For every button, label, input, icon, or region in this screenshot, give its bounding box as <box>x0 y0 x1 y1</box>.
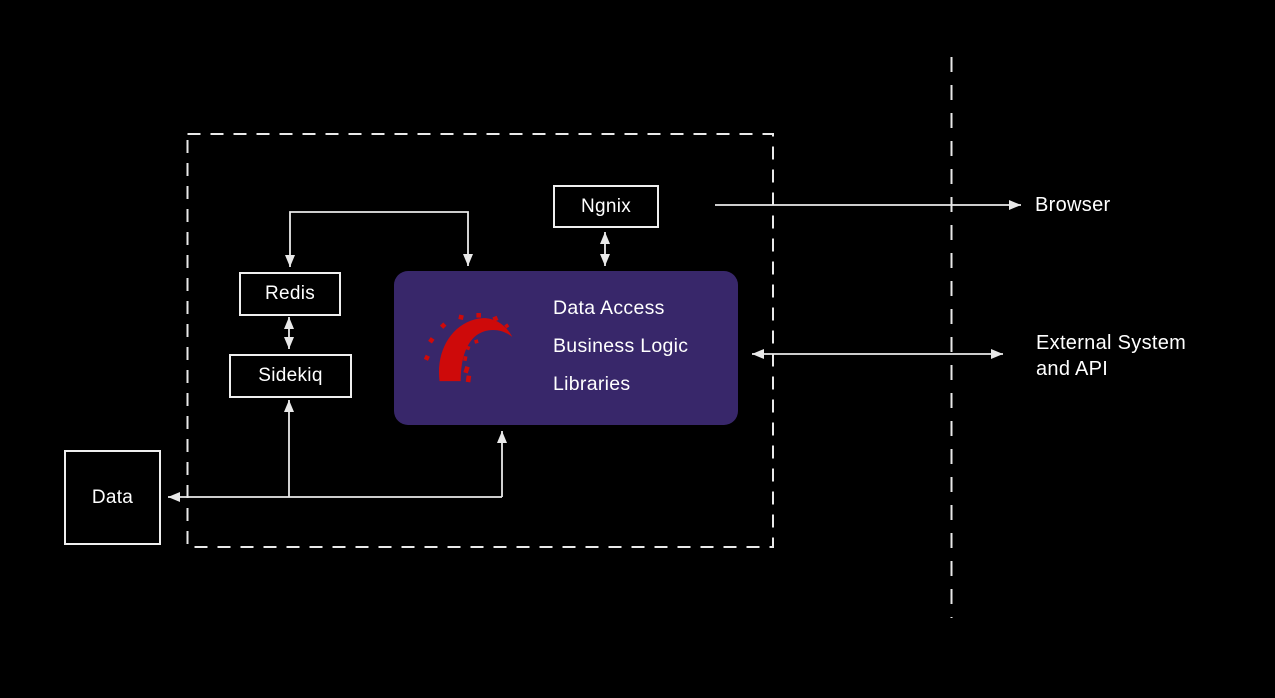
data-label: Data <box>91 486 134 508</box>
browser-label: Browser <box>1035 194 1111 216</box>
external-system-label: External System and API <box>1036 330 1186 382</box>
node-rails-app: Data Access Business Logic Libraries <box>394 271 738 425</box>
node-redis: Redis <box>239 272 341 316</box>
external-system-line1: External System <box>1036 332 1187 354</box>
rails-line-libraries: Libraries <box>553 373 631 395</box>
sidekiq-label: Sidekiq <box>258 365 323 386</box>
rails-capabilities-list: Data Access Business Logic Libraries <box>553 295 688 397</box>
external-system-line2: and API <box>1036 358 1109 380</box>
node-sidekiq: Sidekiq <box>229 354 352 398</box>
rails-line-data-access: Data Access <box>553 297 665 319</box>
rails-logo-icon <box>423 313 513 383</box>
node-data: Data <box>64 450 161 545</box>
node-ngnix: Ngnix <box>553 185 659 228</box>
app-boundary-dashed-border <box>186 133 774 548</box>
rails-line-business-logic: Business Logic <box>553 335 689 357</box>
redis-label: Redis <box>264 283 316 304</box>
arrow-loop-redis-rails <box>285 211 473 267</box>
ngnix-label: Ngnix <box>580 195 632 217</box>
